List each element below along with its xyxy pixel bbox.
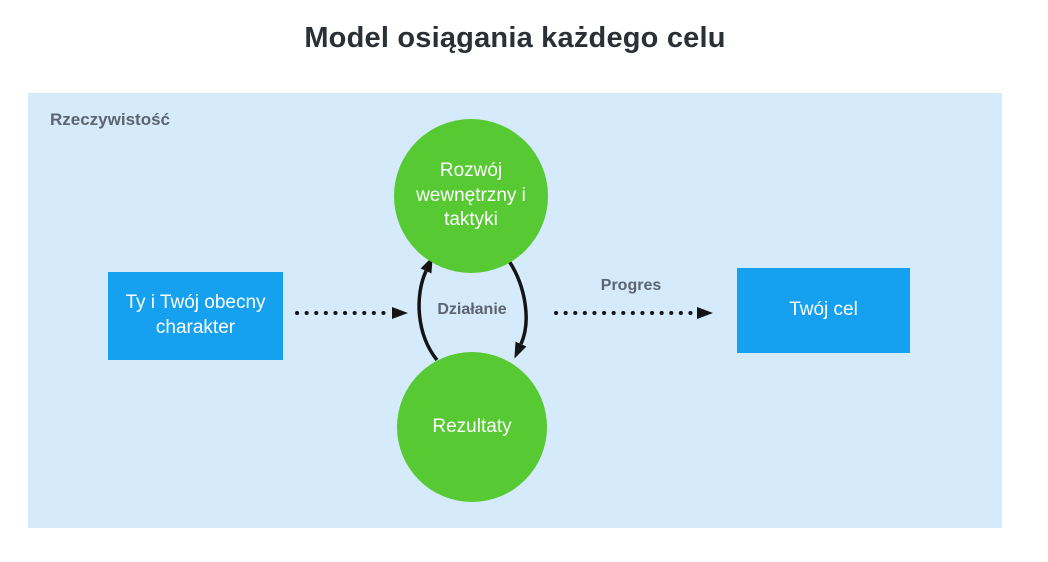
action-label: Działanie bbox=[437, 301, 507, 318]
goal-box: Twój cel bbox=[737, 268, 910, 353]
development-circle-label: Rozwój wewnętrzny i taktyki bbox=[416, 159, 526, 231]
progress-label: Progres bbox=[600, 277, 662, 294]
reality-panel-label: Rzeczywistość bbox=[50, 110, 170, 129]
development-circle: Rozwój wewnętrzny i taktyki bbox=[394, 119, 548, 273]
start-box: Ty i Twój obecny charakter bbox=[108, 272, 283, 360]
goal-box-label: Twój cel bbox=[789, 299, 858, 321]
results-circle: Rezultaty bbox=[397, 352, 547, 502]
start-box-label: Ty i Twój obecny charakter bbox=[125, 292, 266, 338]
results-circle-label: Rezultaty bbox=[432, 415, 512, 437]
page-title: Model osiągania każdego celu bbox=[304, 22, 726, 54]
